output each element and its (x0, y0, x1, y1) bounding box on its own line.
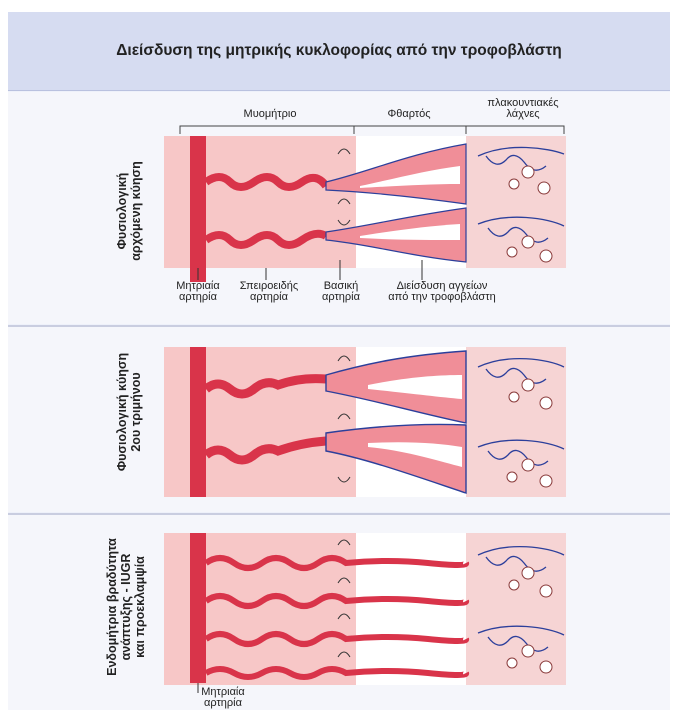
row-label-line: και προεκλαμψία (133, 532, 147, 682)
anno-spiral-2: αρτηρία (234, 292, 304, 303)
row-label-line: ανάπτυξης - IUGR (119, 532, 133, 682)
panel-second-trimester: Φυσιολογική κύηση 2ου τριμήνου (8, 327, 670, 512)
row-label-line: Φυσιολογική (115, 151, 129, 271)
decidua-tissue (356, 533, 466, 685)
panel-early-pregnancy: Μυομήτριο Φθαρτός πλακουντιακές λάχνες Φ… (8, 92, 670, 324)
row-label-line: αρχόμενη κύηση (129, 151, 143, 271)
row-label-second: Φυσιολογική κύηση 2ου τριμήνου (115, 342, 145, 482)
row-label-iugr: Ενδομήτρια βραδύτητα ανάπτυξης - IUGR κα… (105, 532, 149, 682)
row-label-line: Ενδομήτρια βραδύτητα (105, 532, 119, 682)
label-decidua: Φθαρτός (374, 109, 444, 120)
label-myometrium: Μυομήτριο (230, 109, 310, 120)
anno-uterine-2: αρτηρία (168, 292, 228, 303)
anno-bottom-uterine-2: αρτηρία (188, 698, 258, 709)
slide-title: Διείσδυση της μητρικής κυκλοφορίας από τ… (116, 42, 561, 60)
row-label-early: Φυσιολογική αρχόμενη κύηση (115, 151, 145, 271)
label-villi-2: λάχνες (478, 109, 568, 120)
title-bar: Διείσδυση της μητρικής κυκλοφορίας από τ… (8, 12, 670, 91)
diagram-second-trimester (8, 327, 670, 512)
anno-invasion-2: από την τροφοβλάστη (372, 292, 512, 303)
section-bracket (180, 126, 564, 134)
panel-iugr: Ενδομήτρια βραδύτητα ανάπτυξης - IUGR κα… (8, 515, 670, 710)
row-label-line: 2ου τριμήνου (129, 342, 143, 482)
anno-basal-2: αρτηρία (316, 292, 366, 303)
row-label-line: Φυσιολογική κύηση (115, 342, 129, 482)
